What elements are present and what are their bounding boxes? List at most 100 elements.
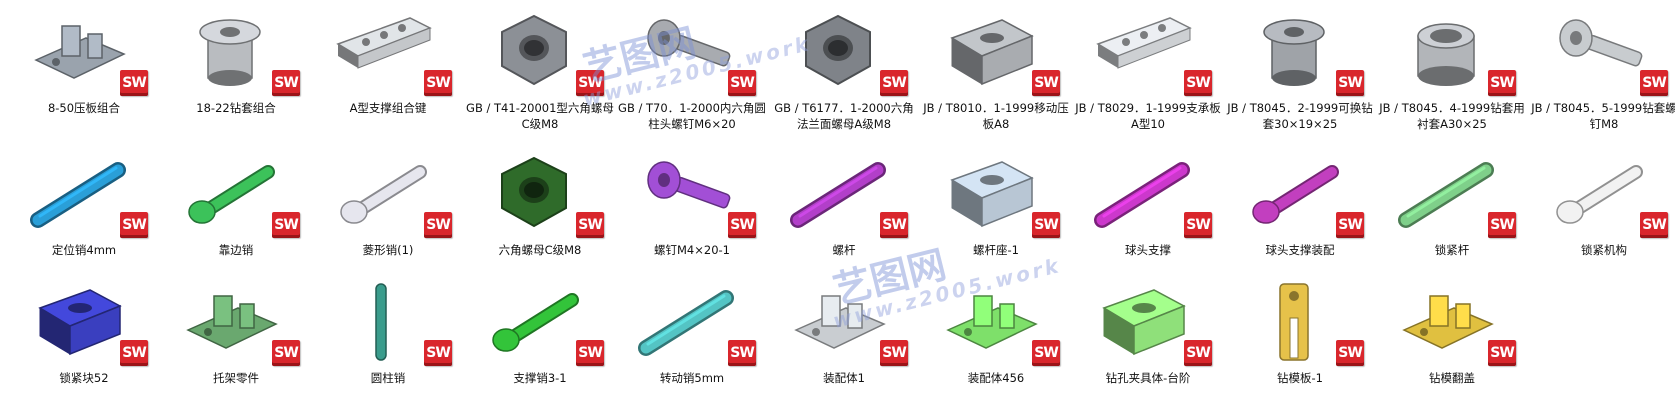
file-item[interactable]: SW 螺杆 xyxy=(768,142,920,270)
file-item[interactable]: SW JB / T8029．1-1999支承板A型10 xyxy=(1072,0,1224,142)
file-item[interactable]: SW 螺钉M4×20-1 xyxy=(616,142,768,270)
file-thumbnail[interactable]: SW xyxy=(324,276,452,368)
file-item[interactable]: SW 转动销5mm xyxy=(616,270,768,402)
file-item[interactable]: SW GB / T6177．1-2000六角法兰面螺母A级M8 xyxy=(768,0,920,142)
file-item[interactable]: SW 18-22钻套组合 xyxy=(160,0,312,142)
file-thumbnail[interactable]: SW xyxy=(932,6,1060,98)
file-thumbnail[interactable]: SW xyxy=(476,148,604,240)
file-item[interactable]: SW 定位销4mm xyxy=(8,142,160,270)
file-thumbnail[interactable]: SW xyxy=(780,276,908,368)
file-name[interactable]: 螺杆座-1 xyxy=(973,243,1019,257)
file-name[interactable]: JB / T8029．1-1999支承板A型10 xyxy=(1075,101,1221,131)
file-thumbnail[interactable]: SW xyxy=(932,148,1060,240)
file-thumbnail[interactable]: SW xyxy=(20,148,148,240)
file-name[interactable]: 锁紧块52 xyxy=(59,371,109,385)
file-thumbnail[interactable]: SW xyxy=(1236,6,1364,98)
file-name[interactable]: 圆柱销 xyxy=(370,371,406,385)
file-thumbnail[interactable]: SW xyxy=(1540,6,1668,98)
file-item[interactable]: SW 支撑销3-1 xyxy=(464,270,616,402)
file-name[interactable]: 定位销4mm xyxy=(51,243,117,257)
file-item[interactable]: SW 螺杆座-1 xyxy=(920,142,1072,270)
file-thumbnail[interactable]: SW xyxy=(1388,276,1516,368)
file-thumbnail[interactable]: SW xyxy=(780,148,908,240)
file-item[interactable]: SW 装配体456 xyxy=(920,270,1072,402)
file-name[interactable]: GB / T41-20001型六角螺母C级M8 xyxy=(466,101,614,131)
file-item[interactable]: SW 六角螺母C级M8 xyxy=(464,142,616,270)
file-thumbnail[interactable]: SW xyxy=(20,276,148,368)
file-thumbnail[interactable]: SW xyxy=(1388,148,1516,240)
file-name[interactable]: 装配体1 xyxy=(823,371,865,385)
file-name[interactable]: 锁紧机构 xyxy=(1581,243,1627,257)
file-item[interactable]: SW 靠边销 xyxy=(160,142,312,270)
file-thumbnail[interactable]: SW xyxy=(628,276,756,368)
file-name[interactable]: 六角螺母C级M8 xyxy=(498,243,582,257)
file-name[interactable]: JB / T8045．4-1999钻套用衬套A30×25 xyxy=(1379,101,1525,131)
file-thumbnail[interactable]: SW xyxy=(324,6,452,98)
file-thumbnail[interactable]: SW xyxy=(1084,6,1212,98)
file-item[interactable]: SW 锁紧机构 xyxy=(1528,142,1675,270)
file-name[interactable]: 球头支撑 xyxy=(1125,243,1171,257)
file-thumbnail[interactable]: SW xyxy=(476,276,604,368)
file-name[interactable]: 螺杆 xyxy=(832,243,856,257)
file-name[interactable]: 18-22钻套组合 xyxy=(196,101,276,115)
file-item[interactable]: SW 菱形销(1) xyxy=(312,142,464,270)
solidworks-badge-icon: SW xyxy=(1184,70,1212,96)
file-item[interactable]: SW 钻模板-1 xyxy=(1224,270,1376,402)
file-thumbnail[interactable]: SW xyxy=(324,148,452,240)
file-thumbnail[interactable]: SW xyxy=(1236,276,1364,368)
file-thumbnail[interactable]: SW xyxy=(1084,148,1212,240)
file-name[interactable]: 靠边销 xyxy=(218,243,254,257)
file-name[interactable]: 钻模板-1 xyxy=(1277,371,1323,385)
file-name[interactable]: 菱形销(1) xyxy=(362,243,414,257)
file-name[interactable]: JB / T8045．5-1999钻套螺钉M8 xyxy=(1531,101,1675,131)
file-name[interactable]: 钻模翻盖 xyxy=(1429,371,1475,385)
file-item[interactable]: SW 球头支撑装配 xyxy=(1224,142,1376,270)
file-item[interactable]: SW 球头支撑 xyxy=(1072,142,1224,270)
file-thumbnail[interactable]: SW xyxy=(780,6,908,98)
file-name[interactable]: 钻孔夹具体-台阶 xyxy=(1105,371,1191,385)
file-item[interactable]: SW A型支撑组合键 xyxy=(312,0,464,142)
file-item[interactable]: SW 锁紧块52 xyxy=(8,270,160,402)
file-name[interactable]: 支撑销3-1 xyxy=(513,371,567,385)
solidworks-badge-icon: SW xyxy=(880,70,908,96)
file-item[interactable]: SW 锁紧杆 xyxy=(1376,142,1528,270)
file-thumbnail[interactable]: SW xyxy=(476,6,604,98)
file-name[interactable]: 螺钉M4×20-1 xyxy=(654,243,730,257)
file-thumbnail[interactable]: SW xyxy=(1388,6,1516,98)
file-thumbnail[interactable]: SW xyxy=(1236,148,1364,240)
file-item[interactable]: SW 托架零件 xyxy=(160,270,312,402)
file-name[interactable]: 锁紧杆 xyxy=(1434,243,1470,257)
file-item[interactable]: SW 钻孔夹具体-台阶 xyxy=(1072,270,1224,402)
file-name[interactable]: A型支撑组合键 xyxy=(349,101,427,115)
file-thumbnail[interactable]: SW xyxy=(628,6,756,98)
file-item[interactable]: SW 8-50压板组合 xyxy=(8,0,160,142)
file-thumbnail[interactable]: SW xyxy=(1540,148,1668,240)
file-item[interactable]: SW 装配体1 xyxy=(768,270,920,402)
file-thumbnail[interactable]: SW xyxy=(1084,276,1212,368)
assembly-icon xyxy=(794,295,886,349)
file-name[interactable]: GB / T6177．1-2000六角法兰面螺母A级M8 xyxy=(774,101,914,131)
file-name[interactable]: GB / T70．1-2000内六角圆柱头螺钉M6×20 xyxy=(618,101,766,131)
file-item[interactable]: SW 圆柱销 xyxy=(312,270,464,402)
file-name[interactable]: JB / T8045．2-1999可换钻套30×19×25 xyxy=(1227,101,1373,131)
file-item[interactable]: SW 钻模翻盖 xyxy=(1376,270,1528,402)
file-name[interactable]: JB / T8010．1-1999移动压板A8 xyxy=(923,101,1069,131)
file-thumbnail[interactable]: SW xyxy=(172,6,300,98)
file-name[interactable]: 转动销5mm xyxy=(659,371,725,385)
rod-seat-icon xyxy=(950,161,1034,228)
file-name[interactable]: 托架零件 xyxy=(213,371,259,385)
file-thumbnail[interactable]: SW xyxy=(932,276,1060,368)
file-thumbnail[interactable]: SW xyxy=(172,148,300,240)
file-name[interactable]: 球头支撑装配 xyxy=(1265,243,1335,257)
file-thumbnail[interactable]: SW xyxy=(628,148,756,240)
file-name[interactable]: 8-50压板组合 xyxy=(47,101,121,115)
file-name[interactable]: 装配体456 xyxy=(967,371,1025,385)
file-thumbnail[interactable]: SW xyxy=(172,276,300,368)
file-thumbnail[interactable]: SW xyxy=(20,6,148,98)
